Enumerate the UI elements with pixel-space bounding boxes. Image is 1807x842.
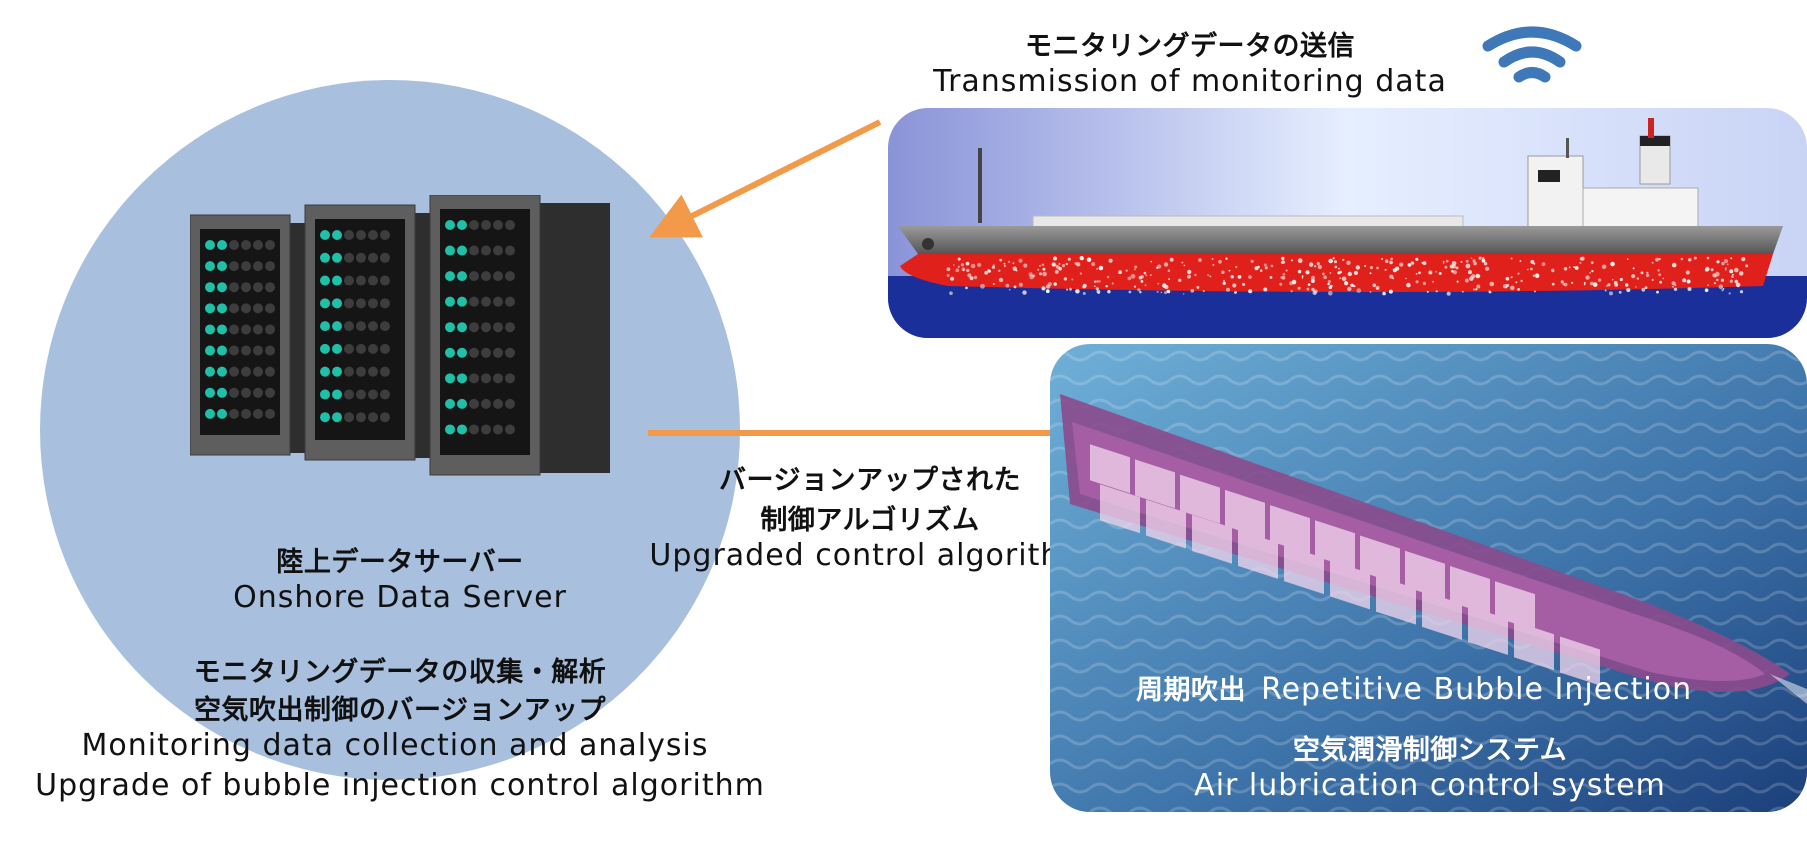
- transmission-label-en: Transmission of monitoring data: [933, 64, 1447, 99]
- system-label-jp: 空気潤滑制御システム: [1292, 735, 1568, 766]
- injection-label: 周期吹出 Repetitive Bubble Injection: [1136, 668, 1776, 707]
- algorithm-label-en: Upgraded control algorithm: [649, 538, 1091, 573]
- injection-label-en: Repetitive Bubble Injection: [1261, 672, 1693, 707]
- algorithm-label-jp-2: 制御アルゴリズム: [760, 505, 980, 536]
- ship-side-view-image: [888, 108, 1807, 338]
- server-task-en-1: Monitoring data collection and analysis: [81, 728, 709, 763]
- server-name-jp: 陸上データサーバー: [276, 547, 524, 578]
- server-task-en-2: Upgrade of bubble injection control algo…: [35, 768, 765, 803]
- wifi-icon: [1482, 26, 1582, 83]
- ship-aerial-view-image: [1050, 344, 1807, 812]
- system-label-en: Air lubrication control system: [1194, 768, 1666, 803]
- server-task-jp-1: モニタリングデータの収集・解析: [193, 657, 607, 688]
- server-name-en: Onshore Data Server: [233, 580, 567, 615]
- server-rack-icon: [190, 195, 610, 476]
- algorithm-label-jp-1: バージョンアップされた: [719, 465, 1021, 496]
- transmission-arrow: [649, 119, 882, 238]
- server-task-jp-2: 空気吹出制御のバージョンアップ: [194, 695, 606, 726]
- transmission-label-jp: モニタリングデータの送信: [1025, 31, 1355, 62]
- injection-label-jp: 周期吹出: [1136, 675, 1246, 706]
